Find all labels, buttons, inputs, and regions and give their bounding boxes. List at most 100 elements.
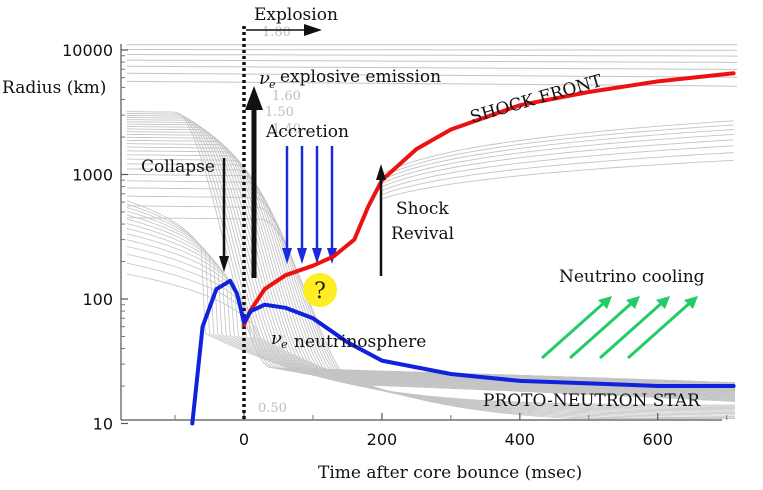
x-tick-label: 600: [642, 430, 673, 449]
contour-line: [126, 146, 736, 393]
y-tick-label: 100: [82, 290, 113, 309]
cooling-arrows: [541, 296, 698, 360]
accretion-arrow-head: [297, 248, 307, 264]
contour-line: [126, 205, 736, 402]
contour-line: [126, 168, 736, 397]
contour-line: [126, 203, 735, 407]
contour-line: [126, 111, 736, 384]
accretion-label: Accretion: [265, 122, 349, 142]
question-circle: [303, 273, 337, 307]
contour-line: [126, 174, 736, 398]
contour-line: [381, 124, 734, 178]
contour-line: [126, 180, 736, 399]
emission-arrow-head: [245, 86, 263, 110]
contour-line: [126, 133, 736, 390]
contour-line: [126, 163, 736, 396]
neutrinosphere-curve: [190, 278, 736, 426]
cooling-arrow-head: [684, 296, 698, 309]
contour-label: 1.60: [272, 89, 301, 104]
contour-line: [126, 49, 738, 51]
neutrinosphere-label: neutrinosphere: [294, 332, 426, 352]
collapse-arrow-head: [219, 256, 229, 272]
y-tick-label: 1000: [72, 166, 113, 185]
contour-line: [126, 72, 738, 78]
contour-line: [126, 113, 736, 384]
revival-arrow-head: [376, 164, 386, 180]
neutrino-cooling-annotation: Neutrino cooling: [541, 267, 705, 360]
contour-line: [126, 210, 735, 409]
x-tick-label: 200: [367, 430, 398, 449]
nu-symbol-2: ν: [271, 328, 282, 349]
nu-subscript: e: [269, 78, 276, 91]
proto-neutron-star-label: PROTO-NEUTRON STAR: [483, 391, 701, 411]
shock-front-curve: [242, 71, 736, 327]
explosion-marker: Explosion: [242, 5, 338, 420]
explosive-emission-annotation: ν e explosive emission: [245, 67, 441, 278]
collapse-annotation: Collapse: [141, 157, 229, 272]
nu-symbol: ν: [259, 68, 270, 89]
contour-line: [381, 139, 734, 188]
contour-label: 1.40: [272, 122, 301, 137]
contour-line: [126, 207, 735, 408]
nu-subscript-2: e: [281, 338, 288, 351]
contour-line: [381, 133, 734, 184]
shock-label: Shock: [396, 199, 449, 219]
revival-label: Revival: [391, 224, 454, 244]
contour-line: [126, 158, 736, 396]
cooling-arrow-head: [656, 296, 670, 309]
contour-line: [126, 115, 736, 385]
y-tick-label: 10: [93, 415, 113, 434]
contour-line: [126, 195, 736, 401]
mass-shell-contours: [126, 44, 738, 419]
accretion-arrow-head: [312, 248, 322, 264]
contour-label: 1.80: [262, 25, 291, 40]
cooling-arrow-shaft: [541, 299, 607, 360]
cooling-arrow-shaft: [627, 299, 693, 360]
neutrinosphere-annotation: ν e neutrinosphere: [271, 328, 426, 352]
contour-line: [126, 200, 736, 406]
contour-line: [126, 217, 736, 402]
shock-front-label: SHOCK FRONT: [468, 71, 605, 128]
x-ticks: 0 200 400 600: [174, 413, 728, 449]
neutrino-cooling-label: Neutrino cooling: [559, 267, 705, 287]
axes: [120, 44, 722, 421]
accretion-annotation: Accretion: [265, 122, 349, 264]
accretion-arrow-head: [282, 248, 292, 264]
y-ticks: 10 100 1000 10000: [62, 41, 128, 434]
collapse-label: Collapse: [141, 157, 215, 177]
cooling-arrow-shaft: [599, 299, 665, 360]
contour-line: [126, 218, 735, 412]
cooling-arrow-shaft: [569, 299, 635, 360]
explosion-arrow-head: [304, 24, 322, 36]
contour-line: [126, 123, 736, 388]
contour-label: 1.50: [265, 105, 294, 120]
accretion-arrows: [282, 146, 337, 264]
contour-line: [381, 129, 734, 181]
question-mark: ?: [314, 279, 326, 304]
contour-line: [381, 120, 734, 175]
contour-line: [126, 65, 738, 70]
y-tick-label: 10000: [62, 41, 113, 60]
x-tick-label: 400: [505, 430, 536, 449]
contour-label: 0.50: [258, 401, 287, 416]
x-tick-label: 0: [239, 430, 249, 449]
contour-line: [126, 121, 736, 387]
contour-line: [126, 59, 738, 63]
contour-line: [126, 117, 736, 386]
contour-line: [126, 154, 736, 395]
contour-line: [126, 150, 736, 394]
contour-line: [126, 273, 735, 419]
x-axis-label: Time after core bounce (msec): [318, 463, 582, 483]
contour-line: [381, 152, 734, 195]
explosive-emission-label: explosive emission: [280, 67, 441, 87]
contour-line: [126, 214, 735, 411]
unknown-mechanism-marker: ?: [303, 273, 337, 307]
contour-line: [126, 119, 736, 386]
contour-line: [381, 145, 734, 191]
explosion-label: Explosion: [254, 5, 338, 25]
cooling-arrow-head: [626, 296, 640, 309]
contour-labels: 1.80 1.60 1.50 1.40 0.50: [258, 25, 301, 416]
contour-line: [126, 187, 736, 400]
cooling-arrow-head: [598, 296, 612, 309]
